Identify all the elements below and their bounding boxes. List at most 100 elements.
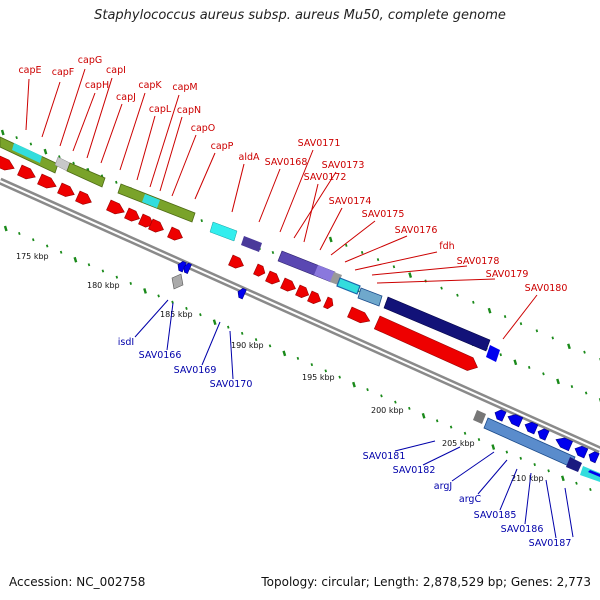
SAV0187-strip xyxy=(588,470,600,477)
scale-tick xyxy=(185,306,188,310)
scale-tick xyxy=(499,353,502,357)
gene-label: SAV0168 xyxy=(265,157,308,168)
scale-tick xyxy=(519,322,523,326)
scale-tick xyxy=(435,419,439,423)
scale-tick xyxy=(282,350,287,357)
gene-label: SAV0187 xyxy=(529,538,572,549)
forward-gene-arrow xyxy=(373,315,478,371)
scale-tick xyxy=(101,269,105,273)
purple-block-3 xyxy=(314,265,335,282)
label-leader-line xyxy=(477,459,508,495)
label-leader-line xyxy=(354,251,438,271)
scale-tick xyxy=(328,236,333,243)
label-leader-line xyxy=(41,81,61,138)
scale-label: 210 kbp xyxy=(511,474,544,483)
scale-tick xyxy=(157,294,160,298)
scale-tick xyxy=(584,391,588,395)
scale-tick xyxy=(376,258,380,262)
label-leader-line xyxy=(545,479,557,539)
forward-gene-arrow xyxy=(265,270,280,285)
gene-label: SAV0173 xyxy=(322,160,365,171)
scale-tick xyxy=(143,288,147,294)
reverse-gene-arrow xyxy=(494,409,507,422)
label-leader-line xyxy=(59,68,86,147)
scale-tick xyxy=(491,444,496,450)
argJ-block-gray xyxy=(473,410,486,424)
label-leader-line xyxy=(502,294,538,340)
gene-label: SAV0185 xyxy=(474,510,517,521)
label-leader-line xyxy=(279,149,314,233)
gene-label: SAV0186 xyxy=(501,524,544,535)
scale-tick xyxy=(513,359,518,366)
scale-tick xyxy=(472,300,475,304)
gene-label: capN xyxy=(177,105,201,116)
reverse-gene-arrow xyxy=(537,428,550,441)
scale-tick xyxy=(18,231,21,236)
scale-tick xyxy=(226,325,230,329)
scale-tick xyxy=(87,263,91,267)
SAV0179-block xyxy=(383,296,491,352)
cap-block-3-cyan xyxy=(142,194,160,208)
scale-tick xyxy=(503,315,507,319)
reverse-gene-arrow xyxy=(183,262,192,275)
scale-tick xyxy=(421,412,426,419)
gene-label: argC xyxy=(459,494,482,505)
scale-tick xyxy=(29,142,33,146)
gene-label: SAV0174 xyxy=(329,196,372,207)
SAV0180-tip xyxy=(486,345,500,362)
label-leader-line xyxy=(134,299,169,338)
label-leader-line xyxy=(422,446,461,466)
scale-tick xyxy=(366,388,369,392)
gene-label: SAV0169 xyxy=(174,365,217,376)
reverse-gene-arrow xyxy=(588,451,600,464)
label-leader-line xyxy=(293,171,337,239)
scale-tick xyxy=(408,406,411,410)
scale-tick xyxy=(268,344,272,348)
scale-tick xyxy=(575,481,578,485)
scale-tick xyxy=(31,238,35,242)
gene-label: capH xyxy=(85,80,109,91)
scale-tick xyxy=(535,329,539,333)
reverse-gene-arrow xyxy=(555,437,573,452)
forward-gene-arrow xyxy=(75,190,92,205)
gene-label: SAV0166 xyxy=(139,350,182,361)
gene-label: capP xyxy=(211,141,234,152)
scale-tick xyxy=(380,394,383,398)
genome-backbone xyxy=(0,177,600,454)
scale-label: 185 kbp xyxy=(160,310,193,319)
scale-tick xyxy=(199,313,202,317)
scale-tick xyxy=(567,343,571,350)
scale-tick xyxy=(505,450,509,454)
accession-text: Accession: NC_002758 xyxy=(9,575,146,589)
label-leader-line xyxy=(319,207,343,251)
scale-tick xyxy=(560,475,565,482)
scale-tick xyxy=(0,129,5,136)
scale-tick xyxy=(392,265,396,269)
feature-blocks-forward xyxy=(0,136,500,362)
forward-gene-arrow xyxy=(106,199,125,215)
scale-tick xyxy=(519,456,523,460)
scale-label: 205 kbp xyxy=(442,439,475,448)
gene-label: capL xyxy=(149,104,172,115)
scale-tick xyxy=(240,331,244,335)
scale-tick xyxy=(115,275,119,279)
scale-tick xyxy=(547,469,550,473)
label-leader-line xyxy=(564,487,574,538)
reverse-gene-arrow xyxy=(574,445,589,459)
label-leader-line xyxy=(159,116,183,192)
reverse-gene-arrow xyxy=(507,414,524,428)
tick-row-outer xyxy=(328,236,600,361)
gene-label: capE xyxy=(18,65,41,76)
gene-label: SAV0181 xyxy=(363,451,406,462)
label-leader-line xyxy=(136,115,156,181)
cap-block-1-cyan xyxy=(12,143,42,163)
scale-tick xyxy=(271,251,275,255)
scale-label: 190 kbp xyxy=(231,341,264,350)
label-leader-line xyxy=(100,103,123,164)
scale-tick xyxy=(456,293,459,297)
reverse-gene-labels: isdISAV0166SAV0169SAV0170SAV0181SAV0182a… xyxy=(118,299,574,549)
forward-gene-arrow xyxy=(148,218,164,233)
scale-tick xyxy=(15,136,18,140)
